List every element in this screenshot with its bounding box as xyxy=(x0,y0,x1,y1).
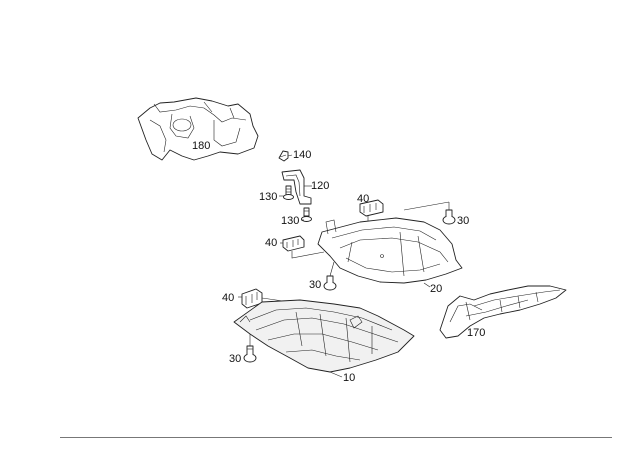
part-140-clip[interactable] xyxy=(278,150,293,162)
footer-divider xyxy=(60,437,612,438)
callout-10: 10 xyxy=(343,372,355,384)
callout-30-mid: 30 xyxy=(309,279,321,291)
part-180-cover[interactable] xyxy=(137,97,259,161)
callout-120: 120 xyxy=(311,180,329,192)
clip-40-upper[interactable] xyxy=(359,199,384,226)
screw-30-lower[interactable] xyxy=(243,330,257,363)
callout-170: 170 xyxy=(467,327,485,339)
callout-40-lower: 40 xyxy=(222,292,234,304)
clip-40-mid[interactable] xyxy=(280,235,325,259)
callout-30-lower: 30 xyxy=(229,353,241,365)
callout-40-upper: 40 xyxy=(357,193,369,205)
callout-40-mid: 40 xyxy=(265,237,277,249)
part-170-liner[interactable] xyxy=(439,285,567,339)
bolt-130-upper[interactable] xyxy=(279,185,294,200)
callout-30-right: 30 xyxy=(457,215,469,227)
part-120-bracket[interactable] xyxy=(281,169,312,205)
callout-140: 140 xyxy=(293,149,311,161)
callout-130-lower: 130 xyxy=(281,215,299,227)
callout-20: 20 xyxy=(430,283,442,295)
part-10-engine-shield[interactable] xyxy=(233,299,415,378)
screw-30-right[interactable] xyxy=(403,201,456,225)
screw-30-mid[interactable] xyxy=(323,261,337,291)
callout-130-upper: 130 xyxy=(259,191,277,203)
bolt-130-lower[interactable] xyxy=(301,207,312,222)
callout-180: 180 xyxy=(192,140,210,152)
part-20-panel[interactable] xyxy=(317,217,463,288)
